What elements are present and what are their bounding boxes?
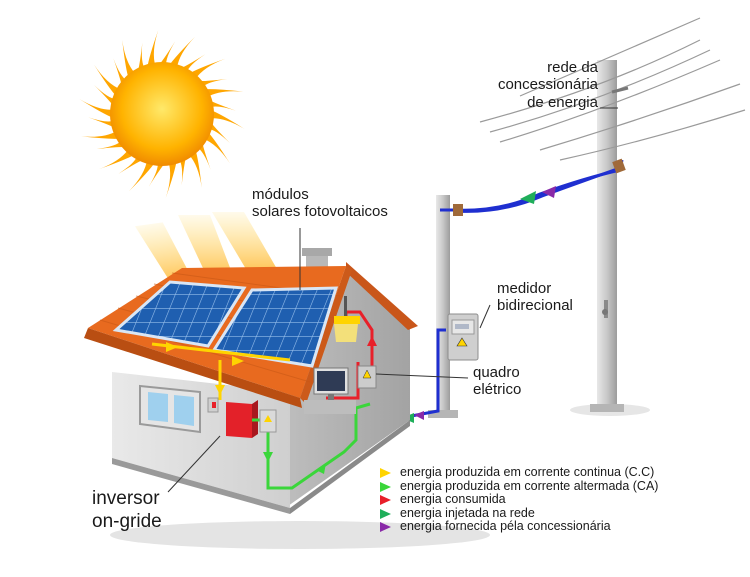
- arrow-icon: [380, 481, 391, 492]
- label-line: quadro: [473, 364, 520, 381]
- sun-ray: [128, 159, 156, 192]
- label-line: módulos: [252, 186, 309, 203]
- arrow-icon: [380, 522, 391, 532]
- solar-panels: [112, 280, 339, 368]
- flow-arrow-injected: [520, 191, 536, 204]
- window: [139, 384, 201, 434]
- legend-item: energia fornecida péla concessionária: [378, 519, 658, 534]
- sun-icon: [79, 30, 245, 198]
- label-line: on-gride: [92, 510, 162, 532]
- label-line: rede da: [547, 59, 598, 76]
- label-line: bidirecional: [497, 297, 573, 315]
- legend-item: energia consumida: [378, 492, 658, 507]
- sun-ray: [137, 42, 146, 73]
- arrow-icon: [380, 495, 391, 505]
- tv-icon: [304, 367, 356, 414]
- label-grid: rede da concessionária de energia: [480, 59, 598, 111]
- sun-ray: [165, 159, 177, 198]
- sun-ray: [94, 64, 121, 98]
- label-meter: medidor bidirecional: [497, 280, 573, 315]
- legend-item: energia injetada na rede: [378, 505, 658, 521]
- sun-ray: [209, 109, 245, 130]
- lamp-icon: [334, 296, 360, 342]
- sun-ray: [88, 117, 117, 129]
- ground-shadow: [110, 521, 490, 549]
- sun-ray: [147, 30, 159, 69]
- label-solar-panels: módulos solares fotovoltaicos: [252, 186, 388, 221]
- sun-ray: [98, 148, 136, 170]
- legend-text: energia fornecida péla concessionária: [400, 519, 611, 533]
- electrical-panel-box: [357, 365, 377, 389]
- sun-ray: [188, 148, 202, 188]
- legend-text: energia injetada na rede: [400, 505, 535, 520]
- label-line: inversor: [92, 488, 160, 509]
- legend-text: energia consumida: [400, 492, 506, 506]
- legend-text: energia produzida em corrente altermada …: [400, 478, 659, 493]
- sun-ray: [203, 130, 230, 164]
- sun-ray: [93, 84, 117, 108]
- bidirectional-meter: [447, 313, 479, 361]
- label-line: concessionária: [497, 76, 598, 94]
- grid-wires: [479, 17, 746, 161]
- utility-pole: [590, 60, 624, 412]
- label-inverter: inversor on-gride: [92, 488, 162, 534]
- sun-ray: [188, 58, 226, 80]
- label-line: de energia: [527, 93, 598, 111]
- label-line: medidor: [497, 280, 552, 297]
- label-line: elétrico: [473, 381, 522, 399]
- flow-arrow-supplied: [542, 186, 556, 198]
- arrow-icon: [380, 468, 391, 478]
- sun-ray: [178, 155, 187, 186]
- sun-ray: [207, 120, 231, 144]
- insulator-icon: [453, 86, 629, 216]
- ac-breaker: [259, 409, 277, 433]
- legend: energia produzida em corrente continua (…: [378, 465, 659, 534]
- sun-ray: [168, 36, 196, 69]
- sun-ray: [203, 89, 243, 98]
- flow-arrow-supplied: [414, 411, 424, 420]
- legend-item: energia produzida em corrente continua (…: [378, 465, 658, 480]
- sun-ray: [207, 99, 236, 111]
- sun-ray: [122, 40, 136, 80]
- sun-ray: [79, 98, 115, 119]
- legend-text: energia produzida em corrente continua (…: [400, 465, 655, 479]
- label-panel-board: quadro elétrico: [473, 364, 521, 399]
- legend-item: energia produzida em corrente altermada …: [378, 478, 659, 494]
- arrow-icon: [380, 508, 391, 519]
- leader-lines: [167, 107, 618, 493]
- label-line: solares fotovoltaicos: [252, 203, 388, 221]
- sun-ray: [81, 130, 121, 139]
- meter-post: [428, 195, 458, 418]
